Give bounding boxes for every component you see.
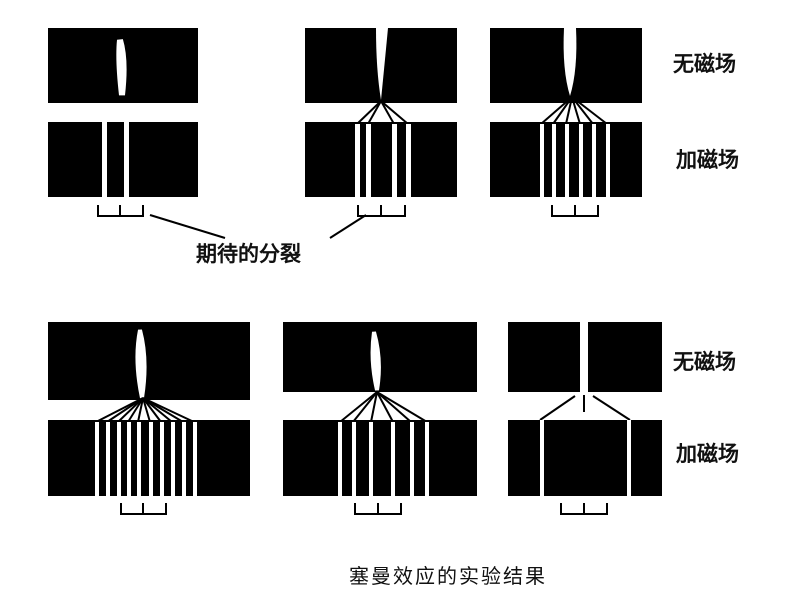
split-line <box>540 124 544 197</box>
label-no-field-top: 无磁场 <box>673 52 736 76</box>
bracket <box>354 503 402 515</box>
connecting-lines <box>540 96 608 125</box>
bracket <box>97 205 144 217</box>
split-line <box>193 422 197 496</box>
label-with-field-top: 加磁场 <box>676 148 739 172</box>
label-with-field-bottom: 加磁场 <box>676 442 739 466</box>
split-line <box>106 422 110 496</box>
no-field-band <box>588 322 662 392</box>
label-expected-split: 期待的分裂 <box>196 242 301 266</box>
no-field-band <box>508 322 580 392</box>
bracket <box>560 503 608 515</box>
connecting-lines <box>539 395 631 421</box>
spectral-line-spot <box>116 39 127 96</box>
split-line <box>540 420 544 496</box>
split-line <box>160 422 164 496</box>
with-field-band <box>305 122 457 197</box>
leader-line <box>149 214 226 239</box>
split-line <box>392 124 397 197</box>
figure-caption: 塞曼效应的实验结果 <box>349 564 547 588</box>
label-no-field-bottom: 无磁场 <box>673 350 736 374</box>
split-line <box>406 124 411 197</box>
spectral-line-spot <box>376 28 388 100</box>
split-line <box>137 422 141 496</box>
split-line <box>355 124 360 197</box>
split-line <box>182 422 186 496</box>
spectral-line-spot <box>135 329 147 399</box>
split-line <box>606 124 610 197</box>
split-line <box>171 422 175 496</box>
with-field-band <box>48 122 198 197</box>
split-line <box>369 422 373 496</box>
split-line <box>124 122 129 197</box>
split-line <box>338 422 342 496</box>
with-field-band <box>283 420 477 496</box>
no-field-band <box>48 322 250 400</box>
panel-result-2 <box>283 322 477 515</box>
split-line <box>102 122 107 197</box>
split-line <box>149 422 153 496</box>
split-line <box>565 124 569 197</box>
bracket <box>120 503 167 515</box>
with-field-band <box>508 420 662 496</box>
leader-line <box>329 214 367 239</box>
bracket <box>551 205 599 217</box>
split-line <box>552 124 556 197</box>
split-line <box>127 422 131 496</box>
split-line <box>410 422 414 496</box>
connecting-lines <box>339 391 428 423</box>
panel-expected-2 <box>305 28 457 217</box>
panel-expected-1 <box>48 28 198 217</box>
split-line <box>425 422 429 496</box>
connecting-lines <box>95 397 195 423</box>
split-line <box>366 124 371 197</box>
split-line <box>352 422 356 496</box>
bracket <box>357 205 406 217</box>
split-line <box>592 124 596 197</box>
spectral-line-spot <box>563 28 577 96</box>
connecting-lines <box>356 100 409 125</box>
split-line <box>579 124 583 197</box>
panel-result-1 <box>48 322 250 515</box>
panel-result-3 <box>508 322 662 515</box>
split-line <box>95 422 99 496</box>
split-line <box>117 422 121 496</box>
split-line <box>627 420 631 496</box>
panel-expected-3 <box>490 28 642 217</box>
split-line <box>391 422 395 496</box>
spectral-line-spot <box>370 331 381 391</box>
